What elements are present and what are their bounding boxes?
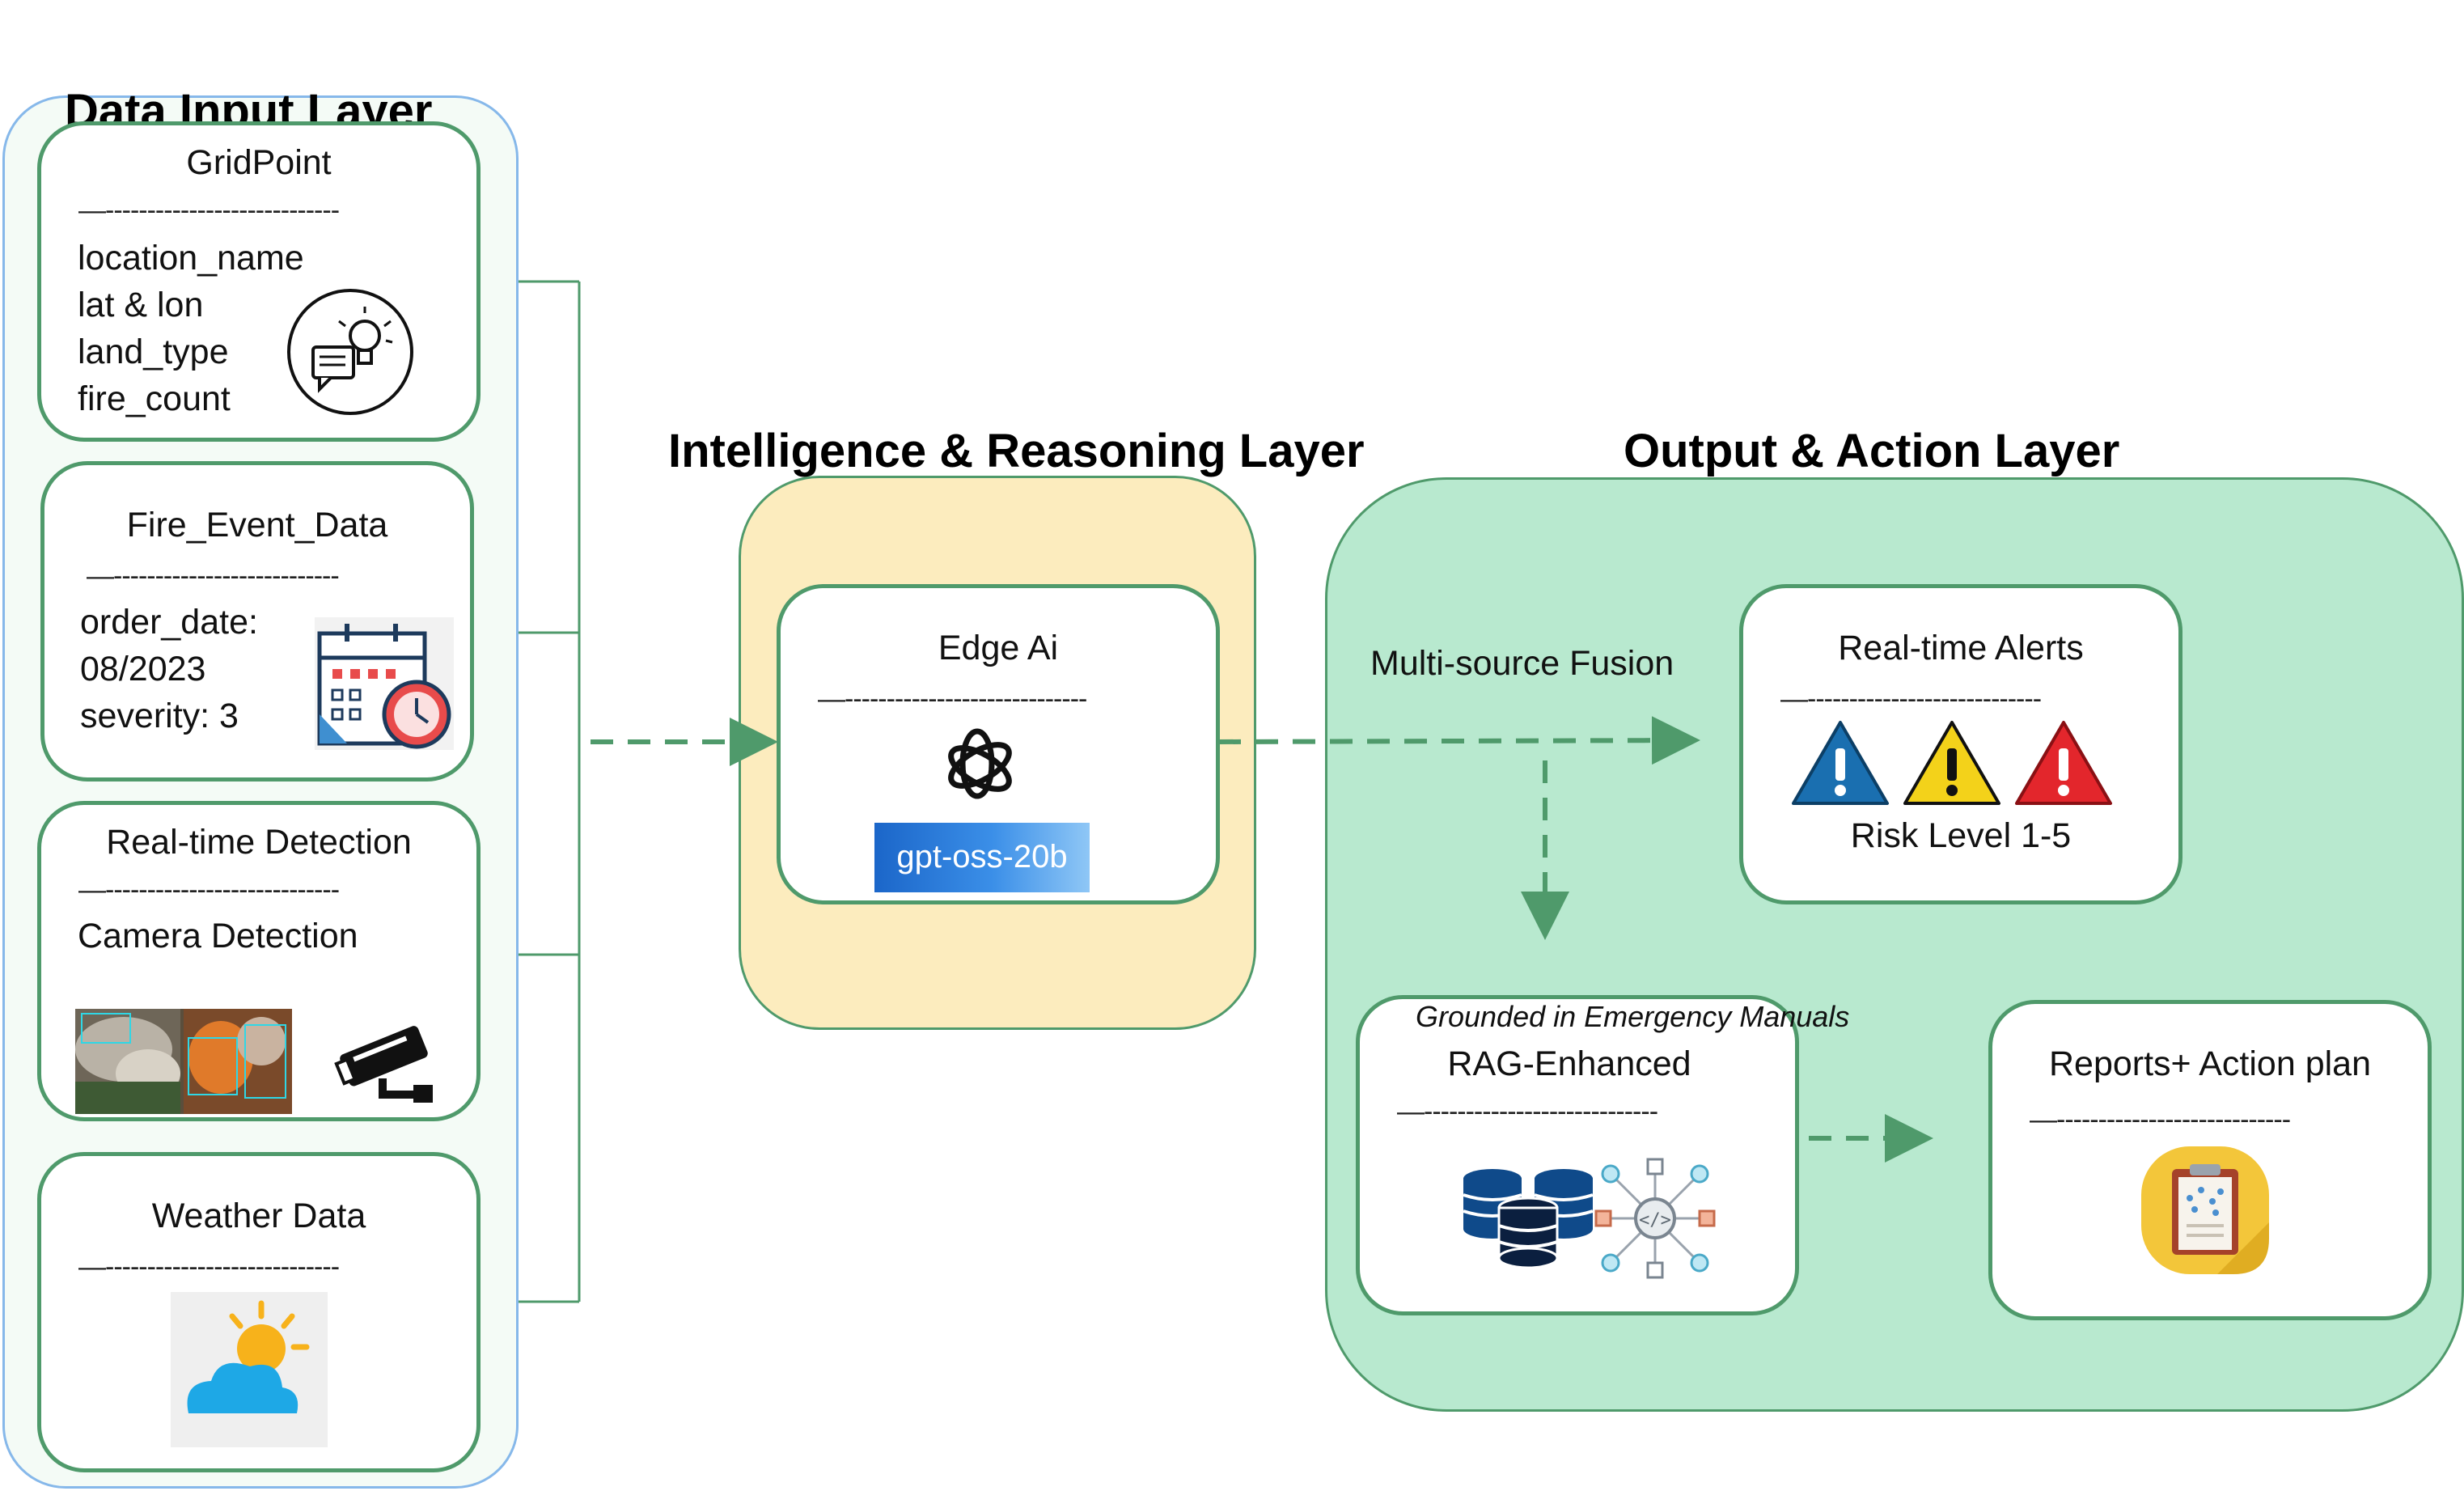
field-order-date-value: 08/2023 <box>80 650 206 688</box>
warning-yellow-icon <box>1903 721 2000 805</box>
weather-sun-cloud-icon <box>171 1292 328 1447</box>
edge-ai-card: Edge Ai —----------------------------- g… <box>777 584 1220 904</box>
field-fire-count: fire_count <box>78 379 231 418</box>
weather-card: Weather Data —--------------------------… <box>37 1152 481 1472</box>
gpt-oss-20b-badge: gpt-oss-20b <box>874 823 1090 892</box>
reports-title: Reports+ Action plan <box>2048 1044 2371 1083</box>
rag-card: RAG-Enhanced —--------------------------… <box>1356 995 1799 1315</box>
field-lat-lon: lat & lon <box>78 286 204 324</box>
edge-ai-divider: —----------------------------- <box>818 684 1087 714</box>
multi-source-fusion-label: Multi-source Fusion <box>1370 644 1674 683</box>
reports-divider: —---------------------------- <box>2030 1104 2291 1135</box>
code-network-icon: </> <box>1594 1158 1716 1279</box>
detection-divider: —---------------------------- <box>78 875 340 905</box>
warning-red-icon <box>2015 721 2112 805</box>
wildfire-detection-thumbnail <box>75 1009 292 1114</box>
calendar-clock-icon <box>315 617 454 750</box>
openai-logo-icon <box>948 728 1012 799</box>
fire-event-divider: —--------------------------- <box>87 561 340 591</box>
alerts-title: Real-time Alerts <box>1838 629 2084 667</box>
field-severity: severity: 3 <box>80 697 239 735</box>
rag-caption: Grounded in Emergency Manuals <box>1416 1000 1850 1033</box>
intelligence-layer-title: Intelligence & Reasoning Layer <box>668 425 1365 477</box>
weather-divider: —---------------------------- <box>78 1252 340 1282</box>
risk-level-label: Risk Level 1-5 <box>1850 816 2072 855</box>
security-camera-icon <box>334 1026 433 1103</box>
field-order-date: order_date: <box>80 603 258 642</box>
input-bracket <box>519 280 581 1303</box>
clipboard-report-icon <box>2141 1146 2269 1274</box>
reports-card: Reports+ Action plan —------------------… <box>1988 1000 2432 1320</box>
detection-title: Real-time Detection <box>106 823 412 862</box>
fire-event-card: Fire_Event_Data —-----------------------… <box>40 461 474 782</box>
gridpoint-card: GridPoint —---------------------------- … <box>37 121 481 442</box>
warning-blue-icon <box>1792 721 1889 805</box>
gridpoint-divider: —---------------------------- <box>78 195 340 226</box>
weather-title: Weather Data <box>151 1197 366 1235</box>
alerts-card: Real-time Alerts —----------------------… <box>1739 584 2182 904</box>
detection-card: Real-time Detection —-------------------… <box>37 801 481 1121</box>
idea-chat-icon <box>287 289 413 415</box>
camera-detection-label: Camera Detection <box>78 917 358 955</box>
gpt-oss-20b-label: gpt-oss-20b <box>896 839 1068 875</box>
svg-text:</>: </> <box>1639 1210 1671 1230</box>
edge-ai-title: Edge Ai <box>938 629 1059 667</box>
gridpoint-title: GridPoint <box>186 143 332 182</box>
alerts-divider: —---------------------------- <box>1780 684 2042 714</box>
field-land-type: land_type <box>78 333 229 371</box>
rag-divider: —---------------------------- <box>1397 1096 1658 1127</box>
database-icon <box>1463 1169 1594 1268</box>
field-location-name: location_name <box>78 239 304 277</box>
fire-event-title: Fire_Event_Data <box>126 506 388 544</box>
output-layer-title: Output & Action Layer <box>1624 425 2120 477</box>
edge-to-alerts-arrow <box>1217 716 1700 765</box>
rag-title: RAG-Enhanced <box>1447 1044 1691 1083</box>
